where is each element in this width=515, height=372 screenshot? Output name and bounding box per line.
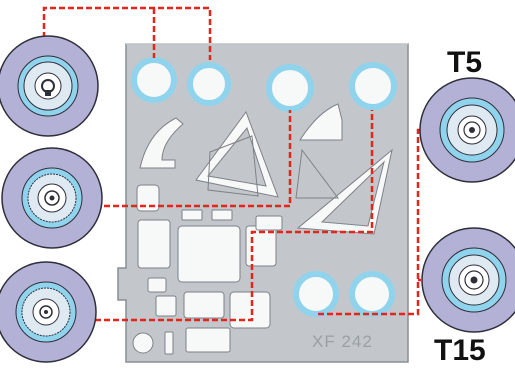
panel-small-square xyxy=(136,184,160,212)
wheel-main-icon xyxy=(1,147,103,249)
hub-mask-rings xyxy=(131,57,397,317)
leader-lines xyxy=(42,6,438,322)
hub-mask-2 xyxy=(187,62,231,106)
leader-tail-wheel xyxy=(86,110,374,322)
panel-h xyxy=(229,291,271,329)
panel-f xyxy=(155,295,177,317)
panel-j xyxy=(211,209,233,221)
panel-k xyxy=(185,327,231,353)
wheel-tail-icon xyxy=(0,261,97,363)
panel-b xyxy=(177,225,241,283)
label-t15: T15 xyxy=(434,334,486,367)
windscreen-right-cutout xyxy=(299,103,343,141)
side-window-cutout xyxy=(207,135,259,197)
panel-g xyxy=(183,291,225,319)
small-window-cutout xyxy=(295,148,339,199)
panel-round xyxy=(132,332,154,354)
hub-mask-3 xyxy=(266,64,314,112)
panel-i xyxy=(181,209,203,221)
panel-e xyxy=(147,277,167,293)
leader-main-wheel xyxy=(86,110,292,208)
sheet-reference: XF 242 xyxy=(312,332,373,351)
panel-slit xyxy=(164,331,174,355)
windscreen-left-cutout xyxy=(139,117,184,169)
label-t5: T5 xyxy=(447,46,483,79)
wheel-t15-icon xyxy=(421,227,515,333)
quarter-left-cutout xyxy=(195,110,279,198)
leader-t5 xyxy=(416,128,438,228)
panel-d xyxy=(255,215,283,231)
hub-mask-5 xyxy=(293,271,339,317)
hub-mask-6 xyxy=(349,271,395,317)
leader-t15 xyxy=(316,228,420,316)
panel-a xyxy=(137,219,171,269)
hub-mask-4 xyxy=(349,62,397,110)
hub-mask-1 xyxy=(131,57,177,103)
wheel-t5-icon xyxy=(419,77,515,183)
wheel-front-icon xyxy=(0,35,99,137)
